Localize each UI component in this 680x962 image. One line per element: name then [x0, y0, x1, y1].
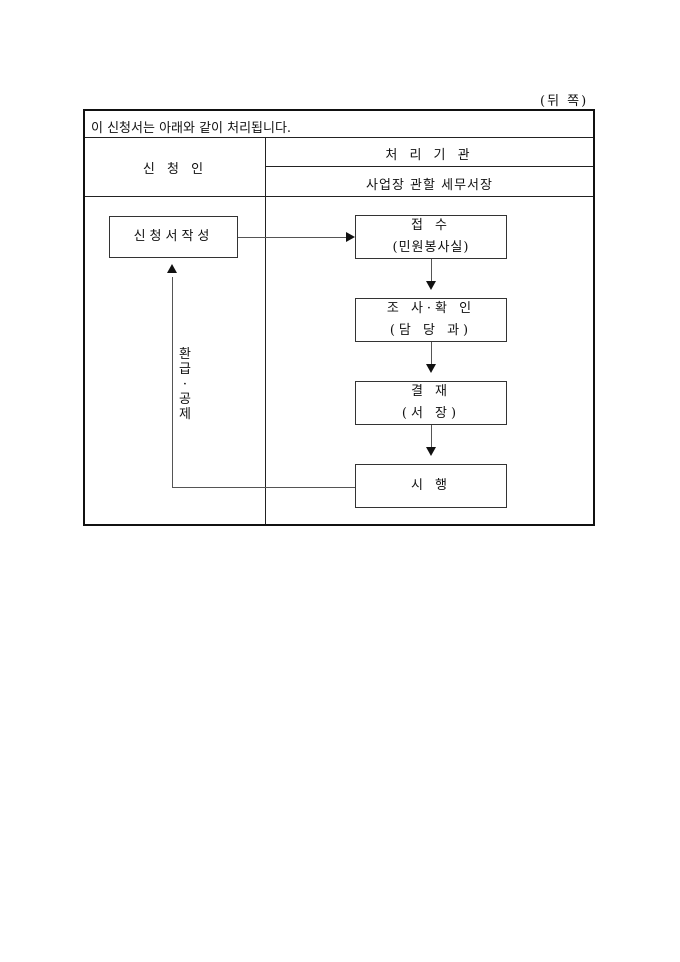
arrow-2-head	[426, 364, 436, 373]
box-write-application: 신청서작성	[109, 216, 238, 258]
arrow-3-head	[426, 447, 436, 456]
header-agency: 처 리 기 관	[385, 148, 474, 163]
return-label-char: 제	[179, 407, 191, 422]
arrow-to-receipt-line	[238, 237, 346, 238]
return-label: 환 급 · 공 제	[177, 347, 193, 422]
process-form: 이 신청서는 아래와 같이 처리됩니다. 신 청 인 처 리 기 관 사업장 관…	[83, 109, 595, 526]
write-label: 신청서작성	[133, 229, 214, 244]
header-agency-sub: 사업장 관할 세무서장	[366, 178, 493, 193]
arrow-3-line	[431, 425, 432, 447]
execute-label: 시 행	[410, 478, 452, 493]
return-label-char: 환	[179, 347, 191, 362]
receipt-line1: 접 수	[410, 218, 452, 233]
arrow-to-receipt-head	[346, 232, 355, 242]
intro-text: 이 신청서는 아래와 같이 처리됩니다.	[91, 121, 292, 136]
return-label-char: ·	[182, 377, 188, 392]
return-label-char: 급	[179, 362, 191, 377]
return-label-char: 공	[179, 392, 191, 407]
approve-line1: 결 재	[410, 384, 452, 399]
return-line-vertical	[172, 277, 173, 487]
approve-line2: (서 장)	[401, 406, 461, 421]
box-review: 조 사·확 인 (담 당 과)	[355, 298, 507, 342]
arrow-1-head	[426, 281, 436, 290]
arrow-1-line	[431, 259, 432, 281]
box-approve: 결 재 (서 장)	[355, 381, 507, 425]
page-side-label: (뒤 쪽)	[540, 94, 589, 109]
review-line1: 조 사·확 인	[386, 301, 476, 316]
review-line2: (담 당 과)	[389, 323, 473, 338]
column-divider	[265, 137, 266, 524]
header-applicant: 신 청 인	[142, 162, 208, 177]
divider-top	[85, 137, 593, 138]
return-arrow-head	[167, 264, 177, 273]
box-execute: 시 행	[355, 464, 507, 508]
receipt-line2: (민원봉사실)	[392, 240, 470, 255]
arrow-2-line	[431, 342, 432, 364]
divider-agency	[266, 166, 593, 167]
box-receipt: 접 수 (민원봉사실)	[355, 215, 507, 259]
return-line-bottom	[172, 487, 355, 488]
divider-header-bottom	[85, 196, 593, 197]
